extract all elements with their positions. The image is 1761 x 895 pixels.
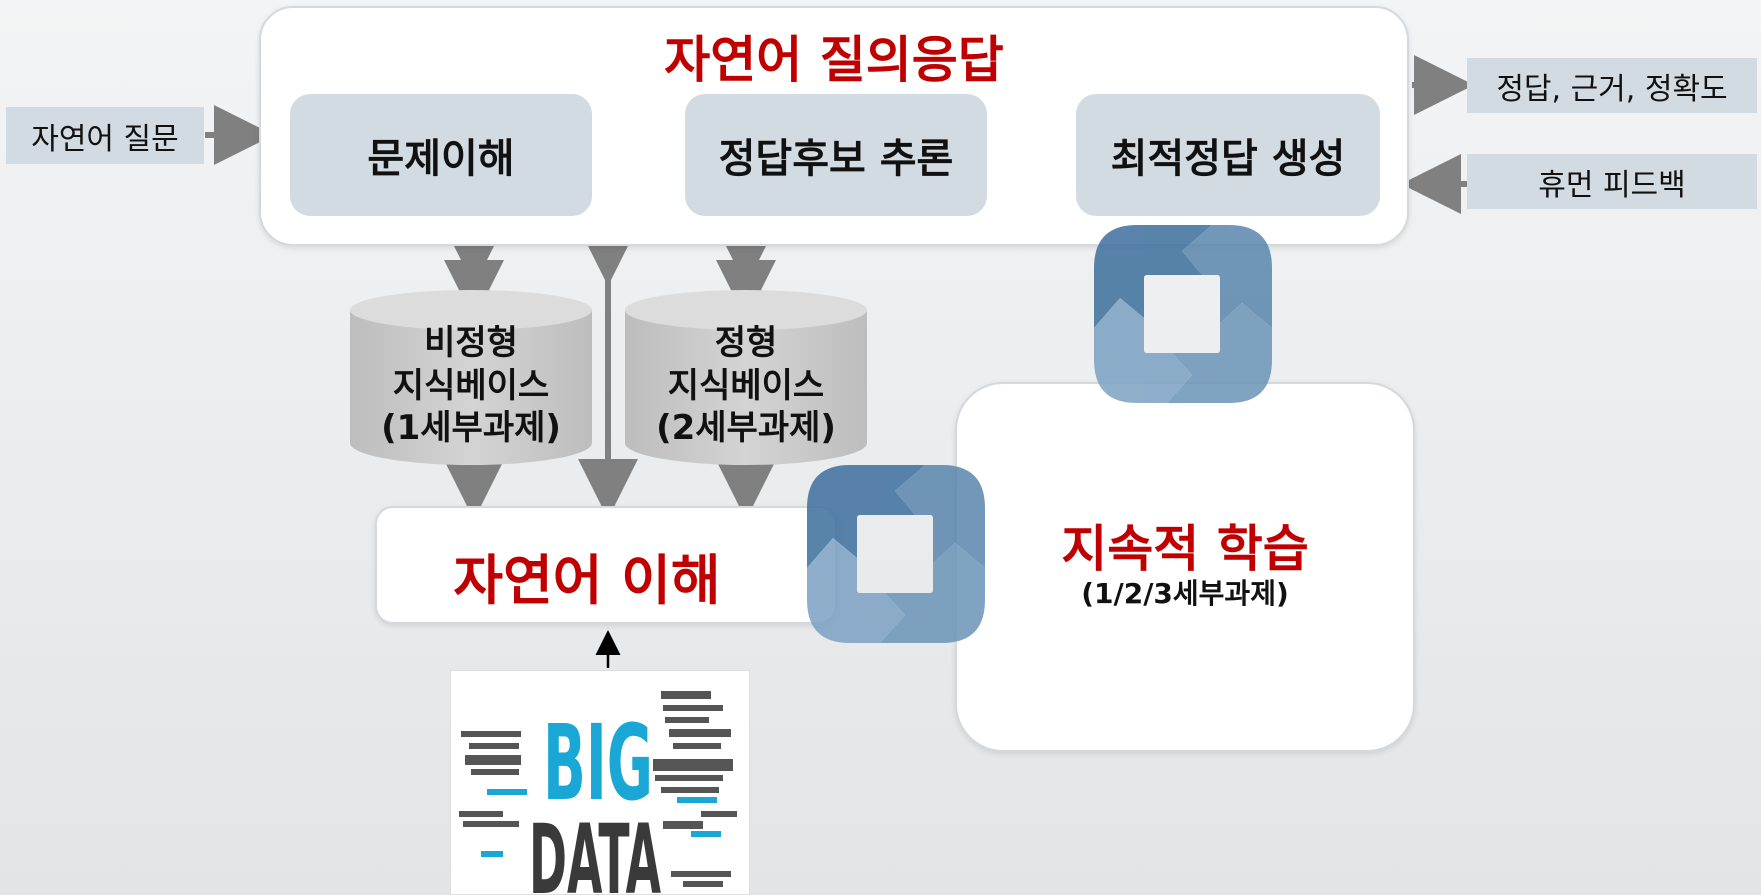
nlu-box: 자연어 이해: [375, 506, 837, 624]
kb2-line3: (2세부과제): [656, 408, 836, 449]
cycle-icon: [807, 465, 985, 643]
kb-unstructured-cylinder: [350, 290, 592, 465]
continual-learning-title: 지속적 학습: [1061, 520, 1309, 578]
step2-label: 정답후보 추론: [718, 136, 954, 182]
step1-label: 문제이해: [367, 136, 515, 182]
wordcloud-big: BIG: [543, 702, 653, 824]
big-data-wordcloud-image: BIG DATA: [450, 670, 750, 895]
cycle-icon: [1094, 225, 1272, 403]
step-problem-understanding: 문제이해: [290, 94, 592, 216]
output-label: 정답, 근거, 정확도: [1467, 58, 1757, 113]
continual-learning-subtitle: (1/2/3세부과제): [1081, 577, 1289, 610]
wordcloud-data: DATA: [529, 804, 661, 895]
kb1-line3: (1세부과제): [381, 408, 561, 449]
step-candidate-inference: 정답후보 추론: [685, 94, 987, 216]
kb-unstructured-label: 비정형 지식베이스 (1세부과제): [348, 312, 594, 460]
kb1-line2: 지식베이스: [392, 365, 550, 406]
kb1-line1: 비정형: [424, 323, 518, 364]
kb-structured-cylinder: [625, 290, 867, 465]
output-text: 정답, 근거, 정확도: [1496, 71, 1728, 107]
kb-structured-label: 정형 지식베이스 (2세부과제): [623, 312, 869, 460]
kb2-line2: 지식베이스: [667, 365, 825, 406]
wordcloud-graphic: BIG DATA: [459, 691, 737, 895]
qa-system-title: 자연어 질의응답: [664, 31, 1004, 89]
feedback-label: 휴먼 피드백: [1467, 154, 1757, 209]
question-text: 자연어 질문: [31, 121, 179, 157]
step-optimal-answer: 최적정답 생성: [1076, 94, 1380, 216]
step3-label: 최적정답 생성: [1110, 136, 1346, 182]
kb2-line1: 정형: [714, 323, 778, 364]
nlu-title: 자연어 이해: [453, 549, 721, 612]
continual-learning-box: 지속적 학습 (1/2/3세부과제): [955, 382, 1415, 752]
question-label: 자연어 질문: [6, 107, 204, 164]
feedback-text: 휴먼 피드백: [1538, 167, 1686, 203]
